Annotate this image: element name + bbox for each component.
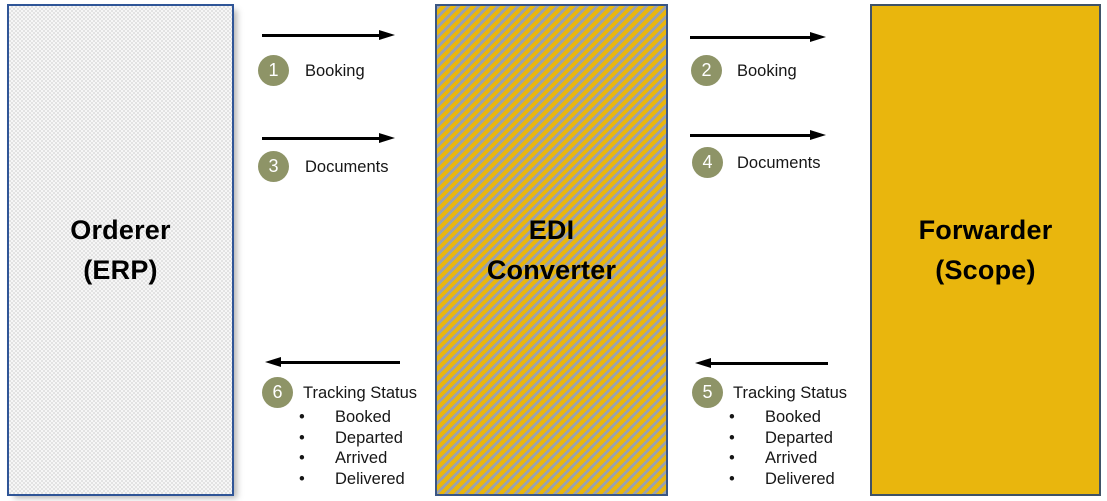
arrow-shaft bbox=[690, 35, 813, 39]
left-arrow-icon bbox=[265, 356, 400, 368]
arrow-shaft bbox=[278, 360, 400, 364]
edi-title-line-1: EDI bbox=[528, 214, 575, 245]
orderer-title-line-2: (ERP) bbox=[83, 255, 158, 285]
arrow-shaft bbox=[262, 136, 382, 140]
forwarder-title-line-1: Forwarder bbox=[918, 214, 1053, 245]
flow-label: Tracking Status bbox=[303, 384, 418, 402]
tracking-status-list: BookedDepartedArrivedDelivered bbox=[290, 407, 405, 489]
tracking-status-item: Arrived bbox=[290, 448, 405, 469]
step-number-badge: 5 bbox=[692, 377, 723, 408]
flow-label: Booking bbox=[737, 62, 797, 80]
step-number-badge: 2 bbox=[691, 55, 722, 86]
arrow-shaft bbox=[262, 33, 382, 37]
arrow-head bbox=[379, 132, 395, 143]
arrow-head bbox=[810, 31, 826, 42]
tracking-status-item: Departed bbox=[290, 428, 405, 449]
step-number-badge: 1 bbox=[258, 55, 289, 86]
arrow-head bbox=[265, 356, 281, 367]
tracking-status-item: Departed bbox=[720, 428, 835, 449]
forwarder-title: Forwarder (Scope) bbox=[919, 210, 1053, 291]
right-arrow-icon bbox=[262, 132, 395, 144]
forwarder-box: Forwarder (Scope) bbox=[870, 4, 1101, 496]
flow-label: Documents bbox=[737, 154, 821, 172]
step-number-badge: 3 bbox=[258, 151, 289, 182]
forwarder-title-line-2: (Scope) bbox=[935, 255, 1036, 285]
edi-converter-box: EDI Converter bbox=[435, 4, 668, 496]
flow-label: Booking bbox=[305, 62, 365, 80]
tracking-status-item: Arrived bbox=[720, 448, 835, 469]
step-number-badge: 4 bbox=[692, 147, 723, 178]
edi-converter-title: EDI Converter bbox=[487, 210, 616, 291]
tracking-status-item: Booked bbox=[720, 407, 835, 428]
right-arrow-icon bbox=[690, 129, 826, 141]
tracking-status-item: Delivered bbox=[720, 469, 835, 490]
flow-label: Documents bbox=[305, 158, 389, 176]
left-arrow-icon bbox=[695, 357, 828, 369]
arrow-head bbox=[379, 29, 395, 40]
tracking-status-item: Booked bbox=[290, 407, 405, 428]
right-arrow-icon bbox=[690, 31, 826, 43]
arrow-head bbox=[810, 129, 826, 140]
tracking-status-list: BookedDepartedArrivedDelivered bbox=[720, 407, 835, 489]
orderer-title-line-1: Orderer bbox=[70, 214, 171, 245]
arrow-shaft bbox=[690, 133, 813, 137]
tracking-status-item: Delivered bbox=[290, 469, 405, 490]
orderer-box: Orderer (ERP) bbox=[7, 4, 234, 496]
arrow-shaft bbox=[708, 361, 828, 365]
step-number-badge: 6 bbox=[262, 377, 293, 408]
edi-title-line-2: Converter bbox=[486, 255, 617, 285]
right-arrow-icon bbox=[262, 29, 395, 41]
flow-label: Tracking Status bbox=[733, 384, 848, 402]
orderer-title: Orderer (ERP) bbox=[70, 210, 170, 291]
arrow-head bbox=[695, 357, 711, 368]
